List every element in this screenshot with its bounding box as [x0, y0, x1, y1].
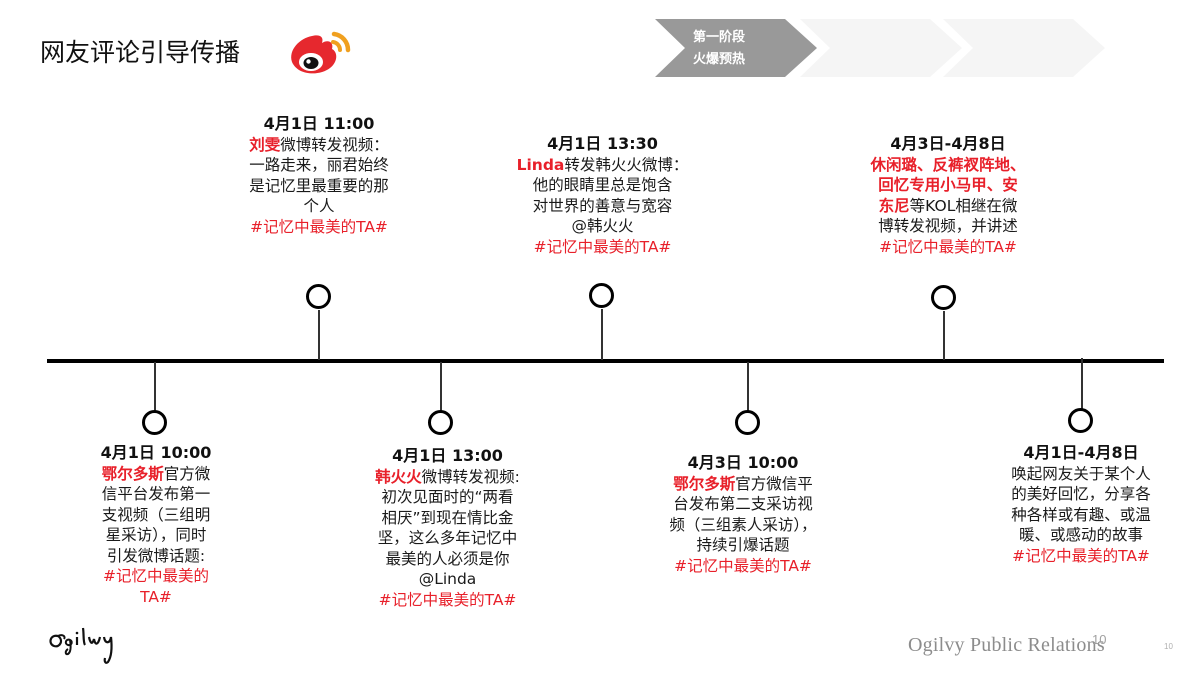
event-hashtag: TA# [140, 587, 172, 606]
stage-2 [800, 19, 962, 77]
event-date: 4月1日 13:00 [392, 446, 503, 465]
timeline-node [735, 410, 760, 435]
event-highlight: 休闲璐、反裤衩阵地、 [870, 155, 1026, 174]
event-line: 一路走来，丽君始终 [249, 156, 389, 174]
event-lead: 转发韩火火微博： [564, 155, 689, 174]
event-hashtag: #记忆中最美的TA# [378, 590, 517, 609]
event-apr1-1100: 4月1日 11:00 刘雯微博转发视频： 一路走来，丽君始终 是记忆里最重要的那… [228, 114, 410, 237]
timeline-stem [318, 310, 320, 360]
timeline-node [306, 284, 331, 309]
event-highlight: 回忆专用小马甲、安 [878, 176, 1018, 194]
event-apr1-1300: 4月1日 13:00 韩火火微博转发视频: 初次见面时的“两看 相厌”到现在情比… [350, 446, 545, 610]
event-line: 初次见面时的“两看 [381, 488, 514, 506]
event-line: 频（三组素人采访）， [669, 515, 817, 534]
event-date: 4月1日 13:30 [547, 134, 658, 153]
event-lead: 官方微信平 [735, 474, 813, 493]
event-line: 最美的人必须是你 [385, 549, 510, 568]
chevron-shape [800, 19, 962, 77]
event-line: 他的眼睛里总是饱含 [532, 176, 673, 194]
event-apr1-1330: 4月1日 13:30 Linda转发韩火火微博： 他的眼睛里总是饱含 对世界的善… [500, 134, 705, 257]
event-date: 4月1日-4月8日 [1023, 443, 1139, 462]
stage-1: 第一阶段 火爆预热 [655, 19, 817, 77]
timeline-axis [47, 359, 1164, 363]
timeline-node [1068, 408, 1093, 433]
event-hashtag: #记忆中最美的 [103, 567, 209, 585]
event-line: 台发布第二支采访视 [673, 495, 813, 513]
stage-1-title: 第一阶段 [693, 30, 746, 45]
event-hashtag: #记忆中最美的TA# [250, 217, 388, 236]
timeline-stem [154, 362, 156, 412]
event-apr1-1000: 4月1日 10:00 鄂尔多斯官方微 信平台发布第一 支视频（三组明 星采访），… [76, 443, 236, 607]
event-line: 的美好回忆，分享各 [1011, 485, 1151, 503]
footer-page-overlay: 10 [1092, 632, 1107, 647]
event-line: 个人 [303, 197, 335, 215]
event-apr1-apr8-engage: 4月1日-4月8日 唤起网友关于某个人 的美好回忆，分享各 种各样或有趣、或温 … [995, 443, 1167, 566]
weibo-logo-icon [291, 31, 351, 74]
event-line: 博转发视频，并讲述 [878, 217, 1018, 235]
event-line: 相厌”到现在情比金 [381, 508, 514, 527]
event-date: 4月1日 10:00 [100, 443, 212, 462]
event-lead: 等KOL相继在微 [909, 196, 1018, 215]
timeline-stem [1081, 358, 1083, 410]
chevron-shape [655, 19, 817, 77]
timeline-stem [943, 311, 945, 360]
event-lead: 微博转发视频： [280, 135, 389, 154]
event-hashtag: #记忆中最美的TA# [879, 237, 1017, 256]
stage-3 [943, 19, 1105, 77]
event-line: 种各样或有趣、或温 [1011, 505, 1151, 524]
event-apr3-1000: 4月3日 10:00 鄂尔多斯官方微信平 台发布第二支采访视 频（三组素人采访）… [652, 453, 834, 576]
event-lead: 微博转发视频: [421, 467, 520, 486]
event-line: 唤起网友关于某个人 [1011, 464, 1151, 483]
event-line: 暖、或感动的故事 [1018, 526, 1143, 544]
event-apr3-apr8-kol: 4月3日-4月8日 休闲璐、反裤衩阵地、 回忆专用小马甲、安 东尼等KOL相继在… [848, 134, 1048, 257]
stage-progress: 第一阶段 火爆预热 [655, 19, 1115, 77]
event-line: 坚，这么多年记忆中 [377, 529, 518, 547]
slide-title: 网友评论引导传播 [40, 38, 241, 67]
event-line: @Linda [418, 570, 477, 588]
chevron-shape [943, 19, 1105, 77]
event-date: 4月3日-4月8日 [890, 134, 1006, 153]
timeline-node [931, 285, 956, 310]
event-line: 持续引爆话题 [696, 536, 790, 554]
event-highlight: 鄂尔多斯 [101, 464, 164, 483]
timeline-stem [440, 362, 442, 412]
event-date: 4月3日 10:00 [687, 453, 799, 472]
footer-brand: Ogilvy Public Relations [908, 634, 1105, 656]
event-highlight: 鄂尔多斯 [673, 474, 736, 493]
event-highlight: Linda [516, 155, 565, 174]
event-line: 支视频（三组明 [101, 505, 211, 524]
timeline-stem [601, 309, 603, 360]
event-line: 引发微博话题: [106, 546, 206, 565]
event-hashtag: #记忆中最美的TA# [533, 237, 672, 256]
event-line: 信平台发布第一 [101, 485, 211, 503]
page-number: 10 [1164, 642, 1173, 651]
event-hashtag: #记忆中最美的TA# [1012, 546, 1150, 565]
timeline-stem [747, 362, 749, 412]
event-line: @韩火火 [571, 217, 634, 235]
event-highlight: 东尼 [878, 196, 910, 215]
stage-1-subtitle: 火爆预热 [693, 52, 746, 67]
event-line: 星采访），同时 [105, 526, 207, 544]
event-lead: 官方微 [163, 464, 211, 483]
event-highlight: 韩火火 [375, 467, 422, 486]
event-line: 对世界的善意与宽容 [532, 196, 673, 215]
timeline-node [428, 410, 453, 435]
timeline-node [142, 410, 167, 435]
event-hashtag: #记忆中最美的TA# [674, 556, 812, 575]
timeline-node [589, 283, 614, 308]
ogilvy-signature-logo [49, 627, 113, 664]
event-highlight: 刘雯 [249, 135, 281, 154]
event-date: 4月1日 11:00 [263, 114, 375, 133]
event-line: 是记忆里最重要的那 [249, 176, 389, 195]
